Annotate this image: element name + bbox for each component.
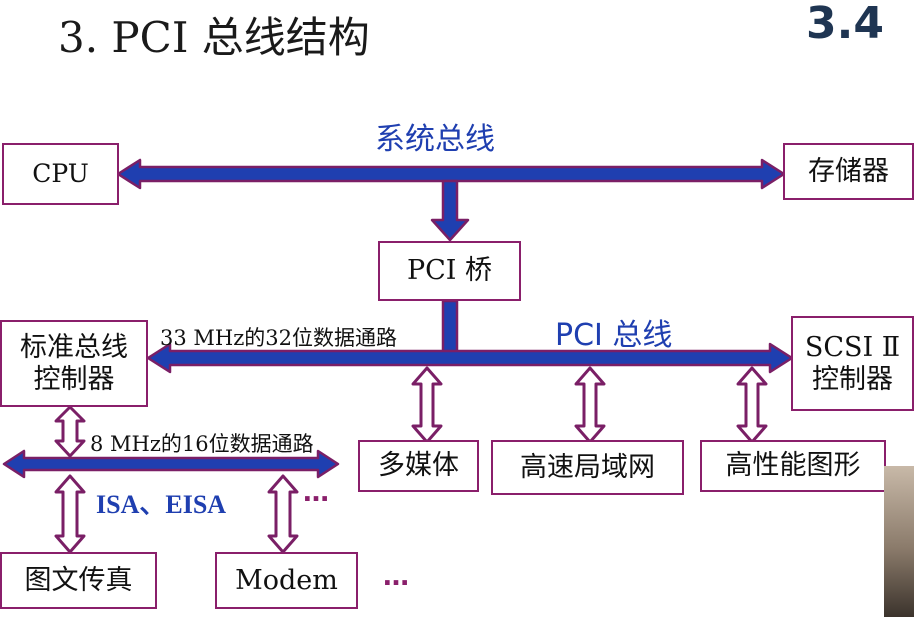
pci-path-label: 33 MHz的32位数据通路	[160, 326, 397, 350]
pci-bus-label: PCI 总线	[555, 318, 673, 353]
pci-to-lan-arrow	[574, 366, 606, 444]
isa-more-ellipsis: …	[303, 478, 329, 508]
lan-label: 高速局域网	[520, 451, 655, 483]
standard-bus-controller-box: 标准总线 控制器	[0, 320, 148, 407]
cpu-label: CPU	[32, 158, 89, 188]
bridge-to-pci-stem	[441, 299, 459, 359]
pci-to-multimedia-arrow	[411, 366, 443, 444]
scsi-controller-box: SCSI Ⅱ 控制器	[791, 316, 914, 411]
graphics-box: 高性能图形	[700, 440, 886, 492]
system-bus-label: 系统总线	[375, 122, 495, 157]
std-controller-line2: 控制器	[33, 363, 115, 395]
bottom-more-ellipsis: …	[383, 562, 409, 592]
graphics-label: 高性能图形	[725, 450, 861, 482]
std-controller-line1: 标准总线	[20, 332, 128, 364]
modem-label: Modem	[235, 564, 338, 596]
controller-to-isa-arrow	[54, 405, 86, 458]
memory-box: 存储器	[783, 143, 914, 200]
isa-to-fax-arrow	[54, 474, 86, 554]
modem-box: Modem	[215, 552, 358, 609]
slide-title: 3. PCI 总线结构	[58, 13, 370, 62]
scsi-line1: SCSI Ⅱ	[804, 332, 901, 364]
memory-label: 存储器	[808, 155, 889, 187]
pci-bridge-box: PCI 桥	[378, 241, 521, 301]
presenter-video-edge	[884, 466, 914, 617]
isa-bus-label: ISA、EISA	[96, 490, 227, 519]
isa-path-label: 8 MHz的16位数据通路	[90, 432, 314, 456]
pci-bridge-label: PCI 桥	[406, 255, 493, 287]
isa-to-modem-arrow	[267, 474, 299, 554]
multimedia-label: 多媒体	[378, 450, 459, 482]
lan-box: 高速局域网	[491, 440, 684, 495]
fax-box: 图文传真	[0, 552, 157, 609]
cpu-box: CPU	[2, 143, 119, 205]
section-number: 3.4	[806, 0, 884, 49]
system-to-bridge-arrow	[430, 179, 470, 242]
multimedia-box: 多媒体	[358, 440, 479, 492]
pci-to-graphics-arrow	[736, 366, 768, 444]
isa-bus-arrow	[2, 449, 340, 479]
scsi-line2: 控制器	[811, 363, 893, 395]
fax-label: 图文传真	[24, 564, 133, 596]
